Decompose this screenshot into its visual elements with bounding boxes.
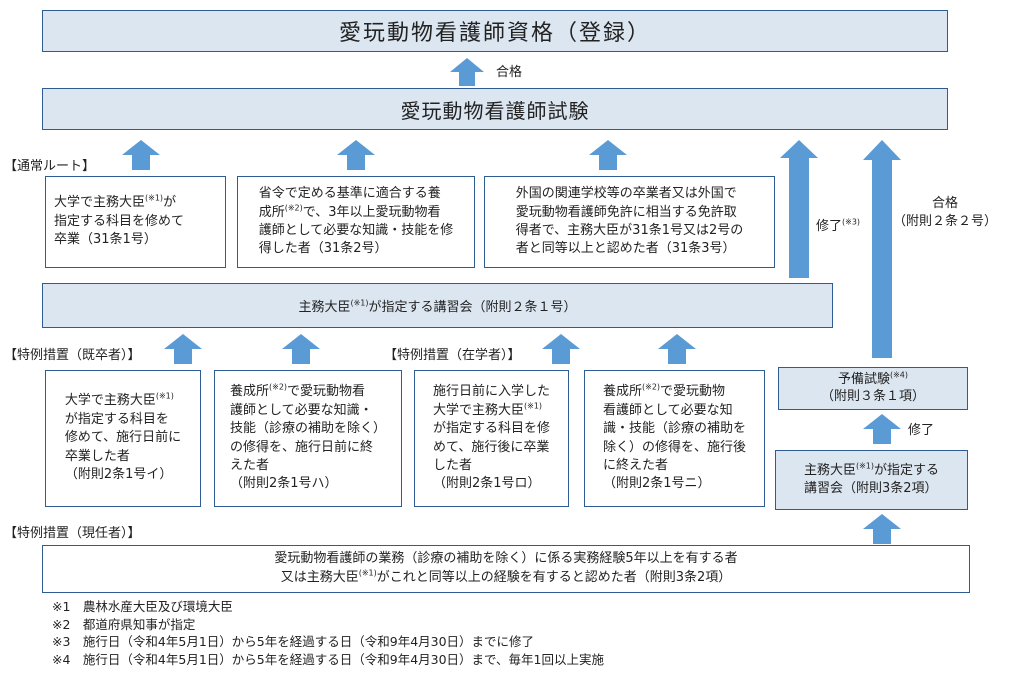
pass-label-right: 合格 （附則２条２号） [893,196,998,229]
qualification-title: 愛玩動物看護師資格（登録） [338,21,651,46]
current-workers-box: 愛玩動物看護師の業務（診療の補助を除く）に係る実務経験5年以上を有する者 又は主… [42,545,970,593]
up-arrow-prelim-to-exam-icon [863,140,901,358]
qualification-box: 愛玩動物看護師資格（登録） [42,10,948,52]
regular-box-foreign: 外国の関連学校等の卒業者又は外国で 愛玩動物看護師免許に相当する免許取 得者で、… [484,176,775,268]
completion-label-right: 修了 [908,423,935,438]
special-box-student-university: 施行日前に入学した 大学で主務大臣(※1) が指定する科目を修 めて、施行後に卒… [414,370,569,507]
up-arrow-course-to-exam-icon [780,140,818,278]
footnotes: ※1 農林水産大臣及び環境大臣 ※2 都道府県知事が指定 ※3 施行日（令和4年… [52,598,604,668]
up-arrow-special-4-icon [658,334,696,364]
current-workers-line2: 又は主務大臣(※1)がこれと同等以上の経験を有すると認めた者（附則3条2項） [280,568,732,585]
up-arrow-regular-3-icon [589,140,627,170]
footnote-4: ※4 施行日（令和4年5月1日）から5年を経過する日（令和9年4月30日）まで、… [52,651,605,667]
exam-title: 愛玩動物看護師試験 [400,98,590,123]
current-workers-line1: 愛玩動物看護師の業務（診療の補助を除く）に係る実務経験5年以上を有する者 [274,551,738,567]
up-arrow-special-3-icon [542,334,580,364]
completion-label-mid: 修了(※3) [816,217,861,234]
up-arrow-pass-icon [450,58,484,86]
up-arrow-current-icon [863,514,901,544]
regular-box-university: 大学で主務大臣(※1)が 指定する科目を修めて 卒業（31条1号） [45,176,226,268]
section-special-current: 【特例措置（現任者）】 [4,526,141,541]
special-box-graduate-school: 養成所(※2)で愛玩動物看 護師として必要な知識・ 技能（診療の補助を除く） の… [214,370,402,507]
footnote-1: ※1 農林水産大臣及び環境大臣 [52,599,233,614]
up-arrow-regular-2-icon [337,140,375,170]
regular-box-training-school: 省令で定める基準に適合する養 成所(※2)で、3年以上愛玩動物看 護師として必要… [237,176,475,268]
preliminary-exam-box: 予備試験(※4) （附則３条１項） [778,367,968,410]
pass-label-top: 合格 [496,65,523,80]
designated-course-box: 主務大臣(※1)が指定する講習会（附則２条１号） [42,283,833,328]
footnote-3: ※3 施行日（令和4年5月1日）から5年を経過する日（令和9年4月30日）までに… [52,634,535,649]
section-special-students: 【特例措置（在学者）】 [384,348,521,363]
up-arrow-regular-1-icon [122,140,160,170]
up-arrow-special-2-icon [282,334,320,364]
up-arrow-course-to-prelim-icon [863,414,901,444]
section-regular-route: 【通常ルート】 [4,159,96,174]
up-arrow-special-1-icon [164,334,202,364]
current-course-box: 主務大臣(※1)が指定する 講習会（附則3条2項） [775,450,968,510]
special-box-student-school: 養成所(※2)で愛玩動物 看護師として必要な知 識・技能（診療の補助を 除く）の… [584,370,765,507]
footnote-2: ※2 都道府県知事が指定 [52,616,196,632]
section-special-graduates: 【特例措置（既卒者）】 [4,348,141,363]
exam-box: 愛玩動物看護師試験 [42,88,948,130]
special-box-graduate-university: 大学で主務大臣(※1) が指定する科目を 修めて、施行日前に 卒業した者 （附則… [45,370,201,507]
